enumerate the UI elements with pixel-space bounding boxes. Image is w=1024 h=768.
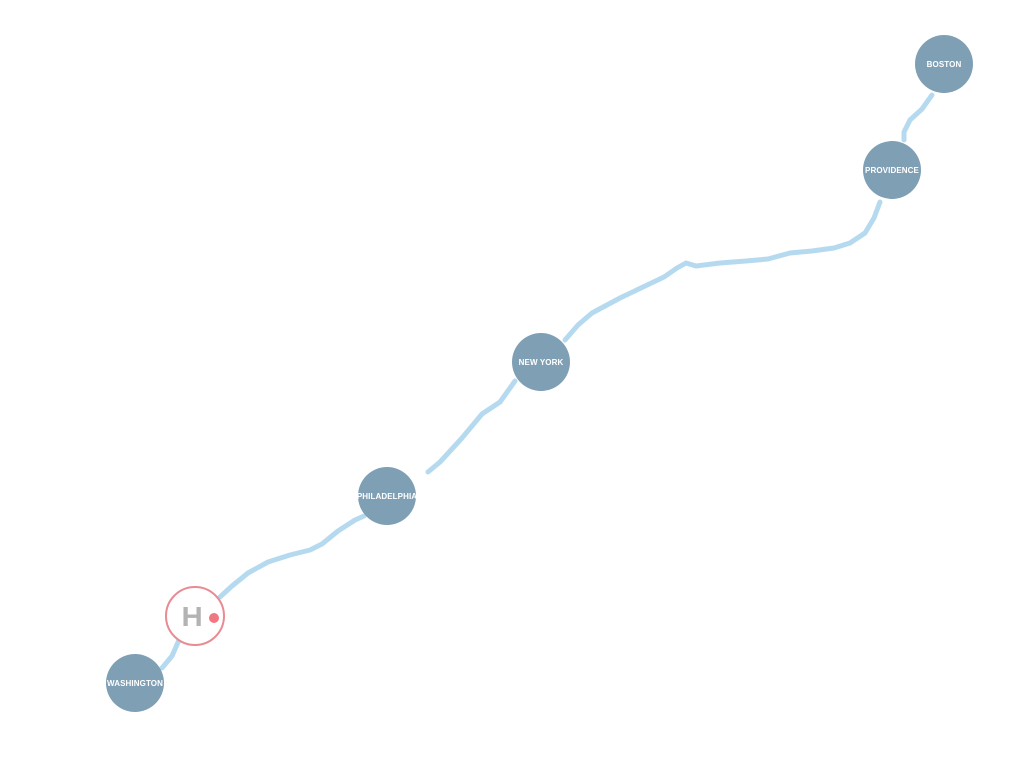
station-label-washington: WASHINGTON [107,678,163,688]
station-label-philadelphia: PHILADELPHIA [356,491,418,501]
station-label-new-york: NEW YORK [518,357,564,367]
route-line [159,92,935,671]
station-boston[interactable]: BOSTON [915,35,973,93]
station-washington[interactable]: WASHINGTON [106,654,164,712]
station-label-providence: PROVIDENCE [865,165,919,175]
station-new-york[interactable]: NEW YORK [512,333,570,391]
station-label-boston: BOSTON [926,59,962,69]
station-providence[interactable]: PROVIDENCE [863,141,921,199]
status-dot-icon [209,613,219,623]
vehicle-position-marker[interactable]: H [165,586,225,646]
station-philadelphia[interactable]: PHILADELPHIA [356,467,418,525]
hyperloop-logo-icon: H [181,601,203,632]
